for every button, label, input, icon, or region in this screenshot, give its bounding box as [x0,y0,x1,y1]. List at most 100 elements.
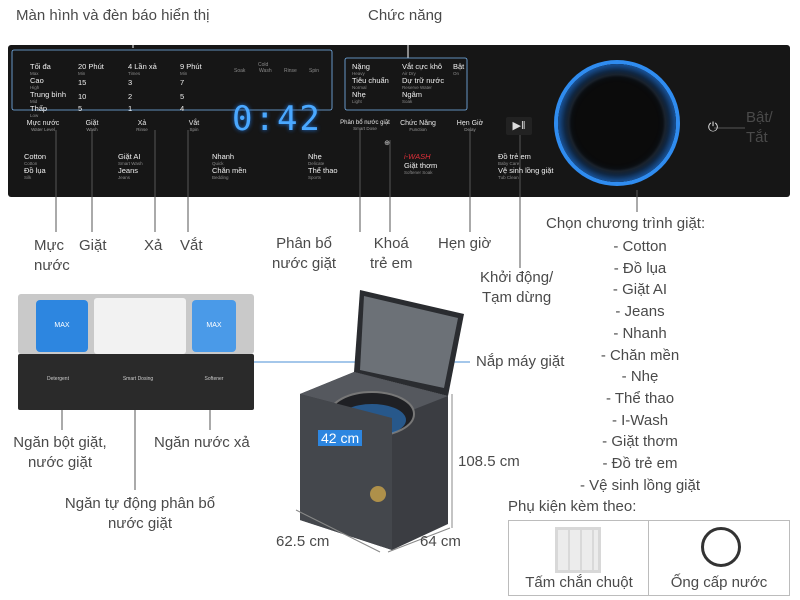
detergent-icon: Detergent [47,376,69,382]
callout-display: Màn hình và đèn báo hiển thị [16,7,210,24]
program-item[interactable]: i-WASH [404,152,431,161]
indicator: 7 [180,78,185,87]
detergent-drawer-front [18,354,254,410]
program-callout-item: - Vệ sinh lồng giặt [579,476,701,494]
time-display: 0:42 [232,99,322,139]
callout-softener: Ngăn nước xả [154,434,250,451]
indicator: 2 [128,92,133,101]
power-button[interactable]: ⏻ [704,118,722,136]
powder-compartment: MAX [36,300,88,352]
child-lock-icon: ⊕ [384,140,390,147]
spin-stage-indicator: Spin [309,68,320,74]
indicator: 20 Phút [78,62,104,71]
play-pause-icon: ▶‖ [512,120,526,132]
callout-rinse: Xả [144,237,163,254]
callout-wash: Giặt [79,237,107,254]
program-callout-item: - Đồ trẻ em [602,455,678,473]
rinse-indicators: 4 Lần xả Times 3 2 1 [128,62,168,113]
indicator: 9 Phút [180,62,202,71]
softener-icon: Softener [204,376,224,382]
accessory-label: Ống cấp nước [670,574,768,591]
auto-dispenser-compartment [94,298,186,354]
indicator: 15 [78,78,87,87]
callout-lid: Nắp máy giặt [476,353,565,370]
wash-stage-indicator: Wash [259,68,272,74]
program-callout-item: - Giặt thơm [602,433,678,451]
indicator: 4 [180,104,185,113]
softener-compartment: MAX [192,300,236,352]
indicator: 3 [128,78,133,87]
height-dimension: 108.5 cm [458,453,520,470]
spin-indicators: 9 Phút Min 7 5 4 [180,62,220,113]
indicator-sub: Min [180,71,188,76]
callout-functions: Chức năng [368,7,443,24]
program-dial[interactable] [558,64,676,182]
indicator: 1 [128,104,133,113]
start-pause-button[interactable]: ▶‖ [506,117,532,135]
accessory-mouse-guard: Tấm chắn chuột [508,520,650,596]
indicator: 5 [180,92,185,101]
indicator: 10 [78,92,87,101]
indicator-sub: Times [128,71,141,76]
width-dimension: 62.5 cm [276,533,330,550]
program-callout-item: - I-Wash [611,411,669,429]
depth-dimension: 64 cm [420,533,461,550]
power-icon: ⏻ [707,119,719,134]
callout-programs-title: Chọn chương trình giặt: [546,215,706,232]
callout-program-list: - Cotton - Đồ lụa - Giặt AI - Jeans - Nh… [560,236,720,496]
program-callout-item: - Nhanh [613,324,667,342]
callout-start-pause: Khởi động/Tạm dừng [480,269,554,306]
accessory-label: Tấm chắn chuột [525,574,633,591]
accessory-water-hose: Ống cấp nước [648,520,790,596]
smart-dosing-icon: Smart Dosing [122,376,154,382]
program-callout-item: - Cotton [613,238,667,255]
program-callout-item: - Đồ lụa [613,259,667,277]
mouse-guard-icon [555,527,601,573]
cold-indicator: Cold [258,62,269,68]
water-hose-icon [701,527,741,567]
indicator-sub: Min [78,71,86,76]
